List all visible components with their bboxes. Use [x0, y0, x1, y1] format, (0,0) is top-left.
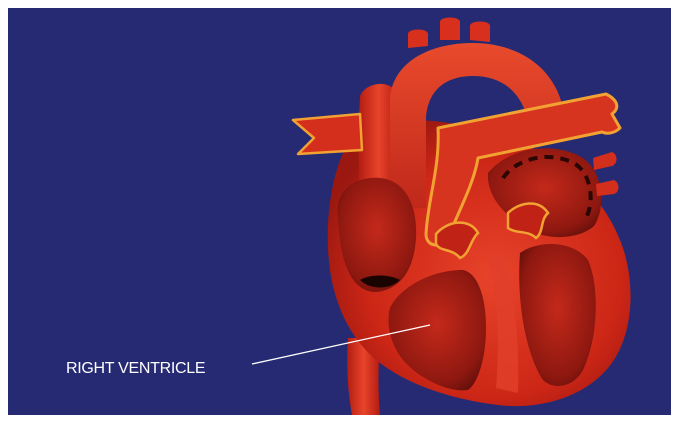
heart-illustration [8, 8, 671, 415]
right-ventricle-label: RIGHT VENTRICLE [66, 360, 205, 378]
heart-diagram: RIGHT VENTRICLE [8, 8, 671, 415]
aortic-branch-3 [470, 22, 490, 43]
aortic-branch-2 [440, 18, 460, 41]
aortic-branch-1 [408, 30, 428, 49]
